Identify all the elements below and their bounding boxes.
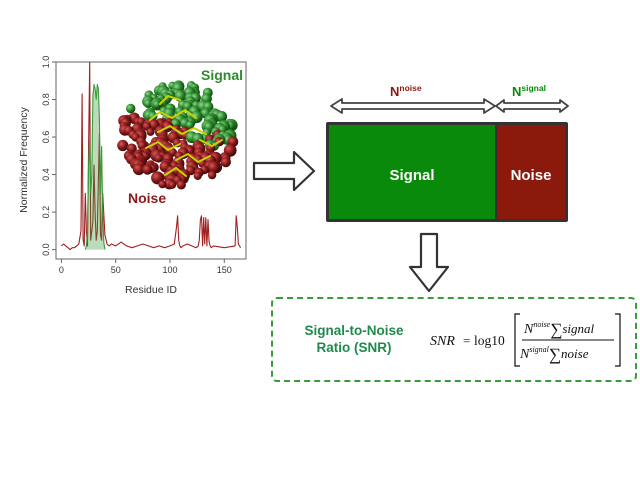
y-tick-label: 0.4 [41, 168, 51, 181]
atom-sphere [142, 164, 153, 175]
formula-equals: = [463, 333, 470, 348]
snr-title: Signal-to-Noise Ratio (SNR) [279, 322, 429, 356]
snr-formula: SNR = log10 Nnoise∑signal Nsignal∑noise [430, 313, 621, 367]
protein-noise-label: Noise [128, 190, 166, 206]
atom-sphere [207, 170, 217, 180]
y-axis-label: Normalized Frequency [18, 106, 30, 212]
y-tick-label: 0.6 [41, 131, 51, 144]
signal-bar [329, 125, 495, 219]
x-tick-label: 150 [217, 265, 232, 275]
series-layer [61, 62, 242, 251]
snr-formula-panel [271, 297, 637, 382]
atom-sphere [117, 139, 129, 152]
x-tick-label: 50 [111, 265, 121, 275]
formula-denominator: Nsignal∑noise [519, 345, 589, 364]
x-axis-label: Residue ID [125, 284, 177, 296]
signal-series-line [84, 83, 106, 250]
y-tick-label: 1.0 [41, 56, 51, 69]
formula-numerator: Nnoise∑signal [523, 320, 595, 339]
atom-sphere [220, 157, 231, 168]
ligand-sticks [145, 94, 223, 177]
atom-sphere [146, 127, 155, 136]
n-noise-label: Nnoise [390, 83, 422, 99]
x-axis-ticks: 0 50 100 150 [59, 259, 232, 275]
atom-sphere [132, 163, 145, 176]
y-tick-label: 0.0 [41, 243, 51, 256]
y-axis-ticks: 0.0 0.2 0.4 0.6 0.8 1.0 [41, 56, 56, 256]
atom-sphere [158, 180, 167, 189]
right-arrow-icon [252, 150, 316, 192]
formula-lhs: SNR [430, 334, 455, 349]
atom-sphere [154, 153, 164, 163]
protein-structure-image: Signal Noise [117, 67, 243, 206]
signal-bar-label: Signal [389, 167, 434, 184]
noise-series-line [61, 62, 242, 251]
x-tick-label: 100 [162, 265, 177, 275]
signal-series-fill [85, 84, 105, 250]
formula-left-bracket [514, 313, 520, 367]
atom-sphere [152, 100, 162, 109]
atom-sphere [168, 180, 177, 189]
formula-log: log10 [474, 333, 505, 348]
y-tick-label: 0.2 [41, 206, 51, 219]
atom-sphere [143, 99, 153, 108]
atom-sphere [207, 161, 220, 174]
down-arrow-icon [408, 232, 450, 293]
protein-signal-label: Signal [201, 67, 243, 83]
x-tick-label: 0 [59, 265, 64, 275]
atom-sphere [185, 120, 195, 130]
atom-sphere [176, 180, 186, 190]
signal-span-arrow-icon [495, 99, 569, 113]
noise-span-arrow-icon [330, 98, 496, 114]
noise-bar-label: Noise [511, 167, 552, 184]
snr-title-line1: Signal-to-Noise [304, 323, 404, 338]
snr-title-line2: Ratio (SNR) [316, 340, 392, 355]
atom-sphere [215, 111, 228, 123]
atom-sphere [126, 103, 136, 114]
atom-sphere [193, 171, 202, 180]
formula-right-bracket [615, 313, 621, 367]
noise-bar [497, 125, 565, 219]
y-tick-label: 0.8 [41, 93, 51, 106]
n-signal-label: Nsignal [512, 83, 546, 99]
